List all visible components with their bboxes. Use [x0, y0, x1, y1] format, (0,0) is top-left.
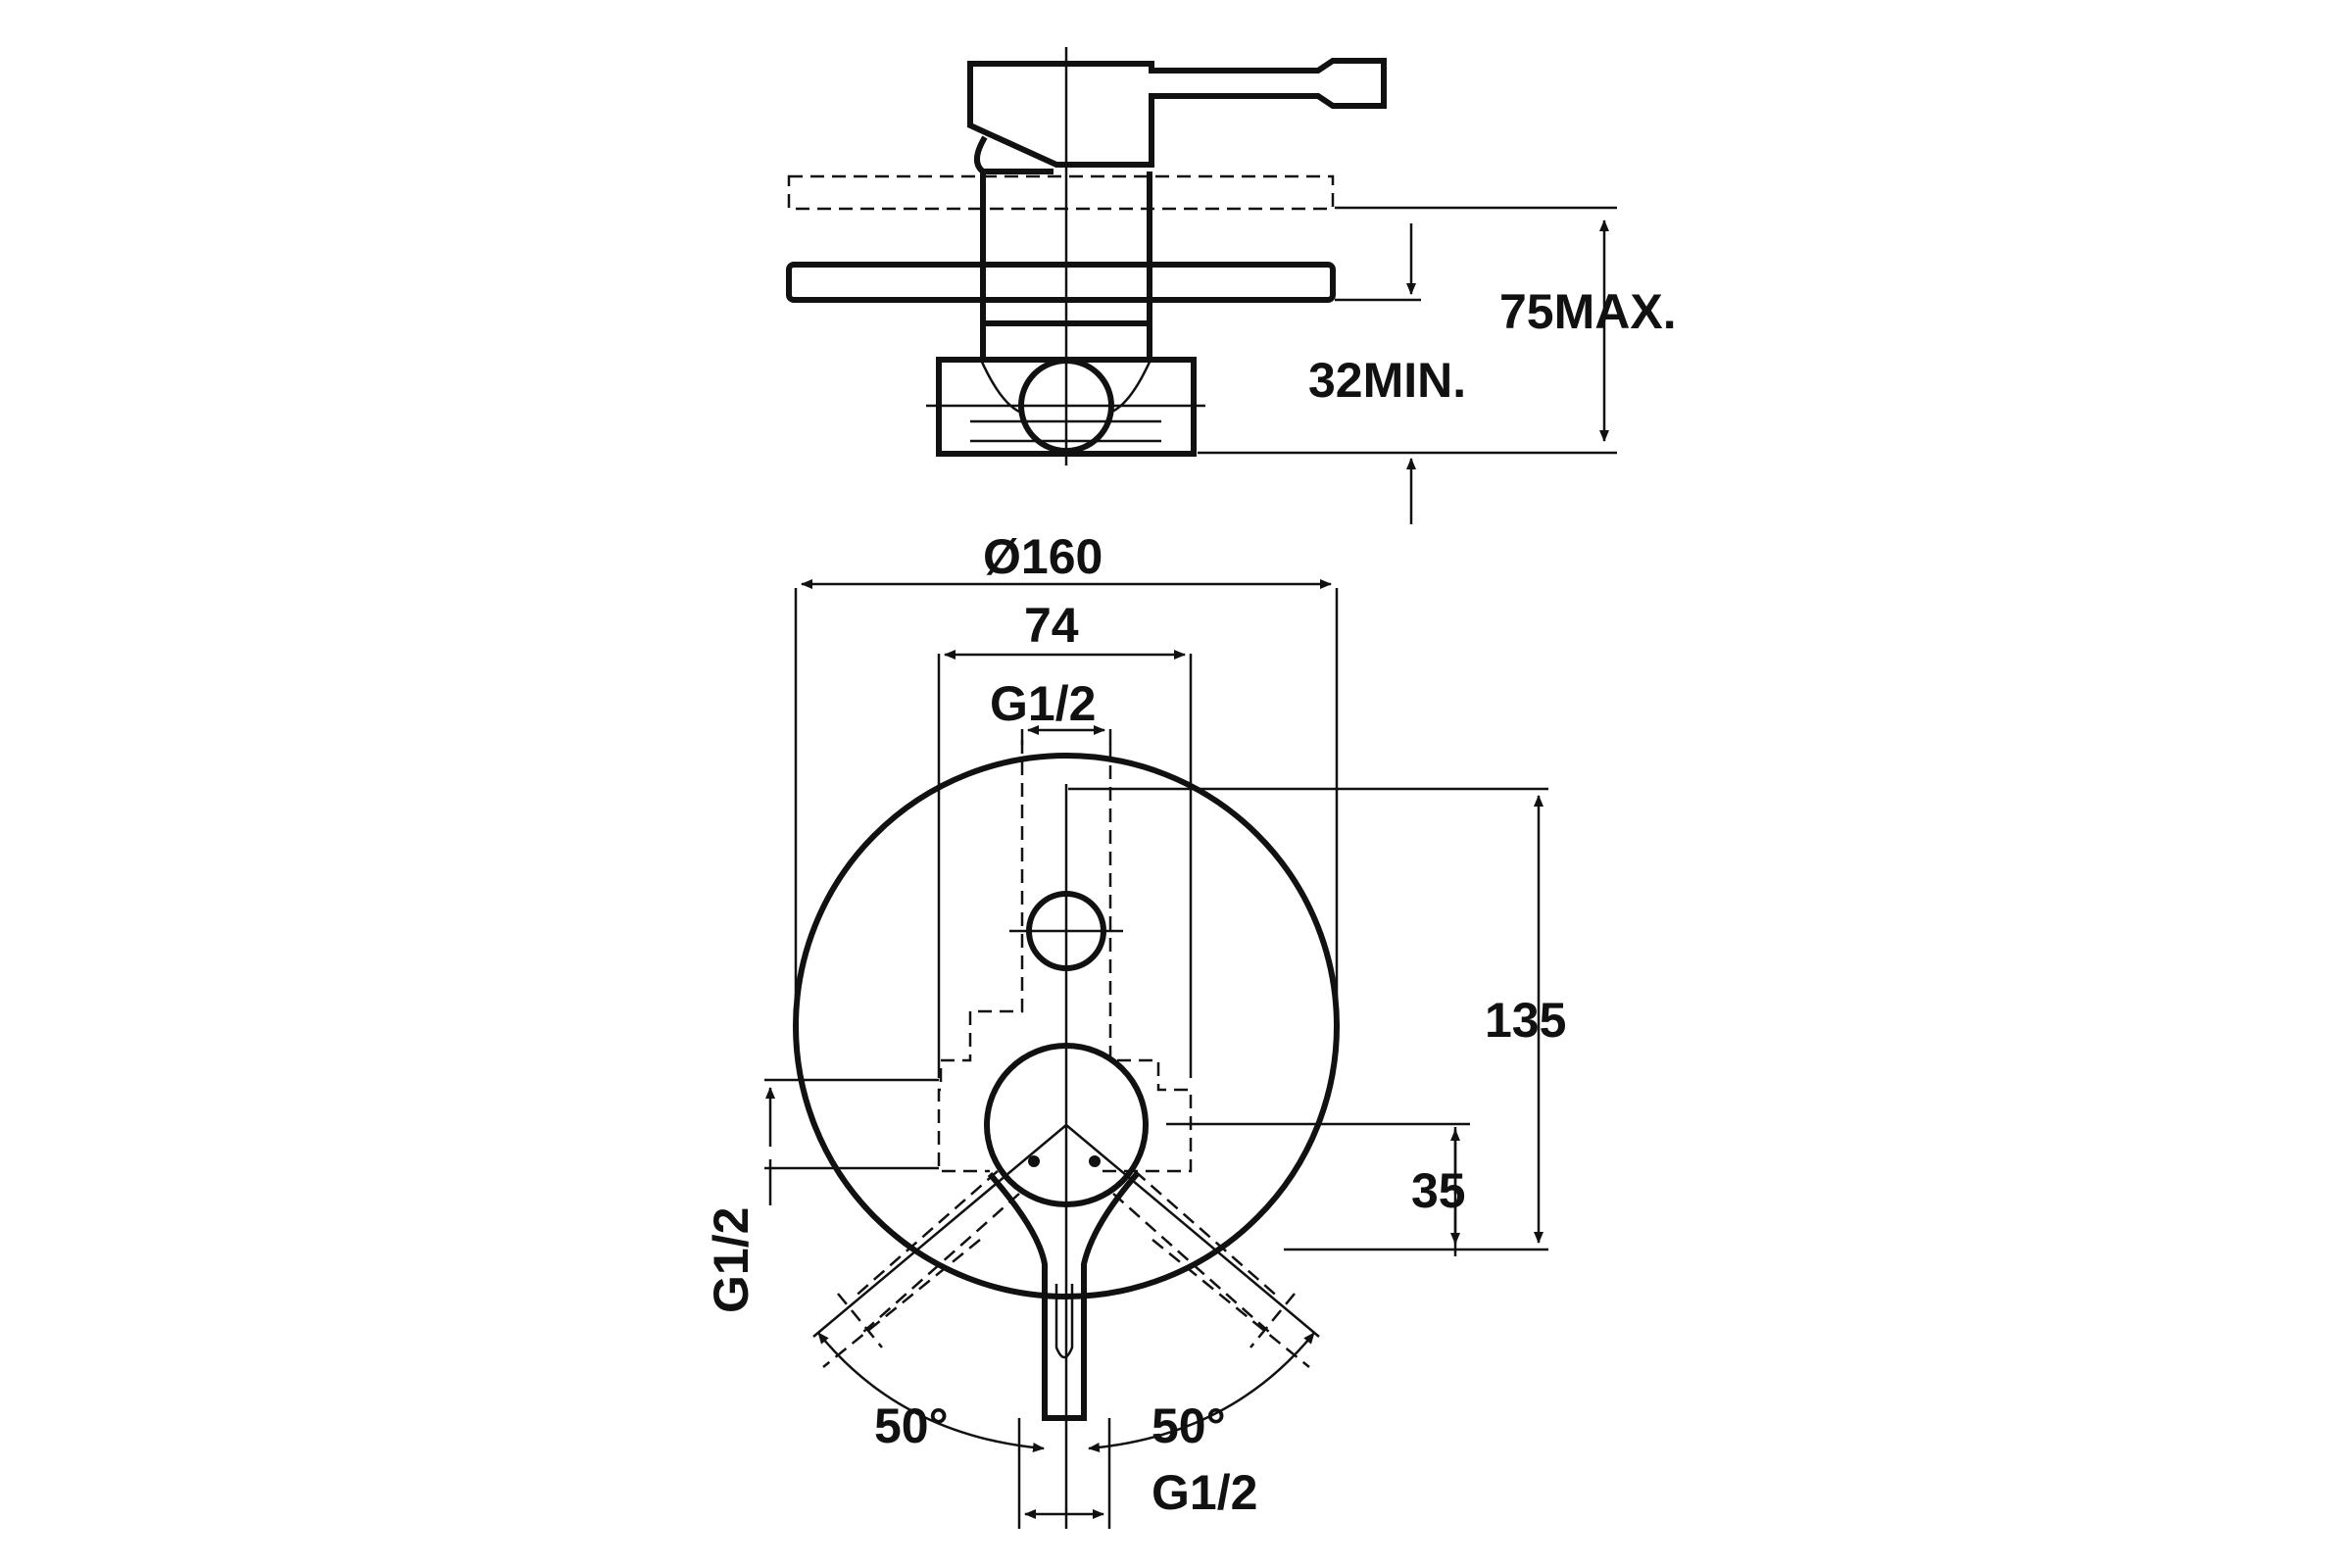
side-view: [786, 47, 1617, 524]
max-depth-label: 75MAX.: [1499, 284, 1677, 339]
outlet-right-dashed: [1112, 1170, 1310, 1368]
top-connection-label: G1/2: [990, 676, 1096, 731]
side-lever: [967, 58, 1387, 168]
outlet-left-dashed: [822, 1170, 1020, 1368]
body-width-label: 74: [1024, 598, 1079, 653]
height-label: 135: [1485, 993, 1566, 1048]
plate-diameter-label: Ø160: [983, 529, 1102, 584]
front-view: [764, 579, 1548, 1529]
wall-plate: [786, 262, 1336, 303]
plate-max-dashed: [787, 174, 1335, 211]
body-outline-dashed: [937, 740, 1193, 1173]
min-depth-label: 32MIN.: [1308, 353, 1466, 408]
offset-label: 35: [1411, 1163, 1466, 1218]
angle-left-label: 50°: [874, 1398, 949, 1453]
handle-lever: [987, 1172, 1140, 1421]
left-connection-label: G1/2: [704, 1207, 759, 1313]
angle-right-label: 50°: [1152, 1398, 1226, 1453]
bottom-connection-label: G1/2: [1152, 1465, 1257, 1520]
stem: [980, 172, 1152, 318]
